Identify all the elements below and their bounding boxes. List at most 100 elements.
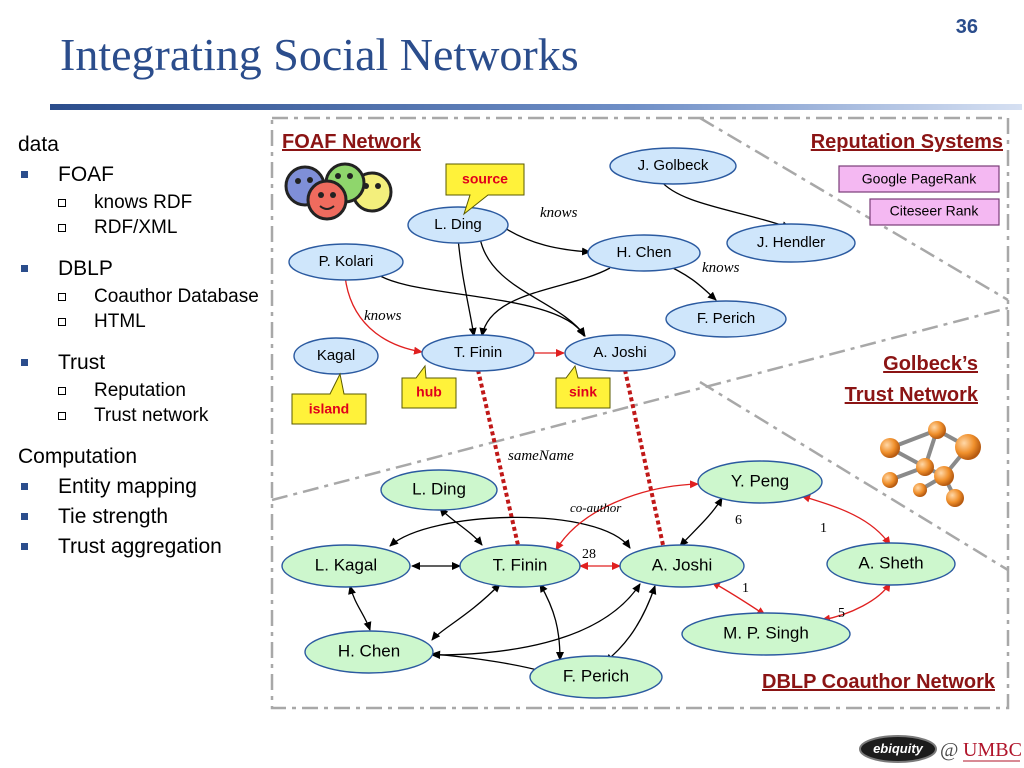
foaf-faces-icon xyxy=(284,162,393,221)
outline-item: Tie strength xyxy=(18,502,278,532)
section-dblp: DBLP Coauthor Network xyxy=(762,671,996,693)
foaf-node-kolari-label: P. Kolari xyxy=(319,253,374,270)
foaf-node-chen: H. Chen xyxy=(587,234,701,272)
edge-ding-chen xyxy=(499,224,591,256)
umbc-logo: UMBC xyxy=(963,739,1022,761)
weight-6: 6 xyxy=(735,513,742,528)
reputation-label-pagerank: Google PageRank xyxy=(862,171,977,187)
same-name-link-joshi xyxy=(623,369,665,546)
divider-golbeck xyxy=(699,380,1009,572)
slide-title: Integrating Social Networks xyxy=(60,29,579,80)
outline-item: Computation xyxy=(18,445,138,468)
foaf-node-kolari: P. Kolari xyxy=(288,243,404,281)
dblp-node-joshi: A. Joshi xyxy=(619,544,745,588)
diagram-frame xyxy=(270,116,1010,710)
dblp-node-peng-label: Y. Peng xyxy=(731,471,789,490)
edge-ding-finin xyxy=(457,237,477,337)
outline-item: FOAF xyxy=(18,160,278,190)
dblp-node-finin-label: T. Finin xyxy=(493,555,548,574)
edge-dkagal-djoshi xyxy=(389,516,631,549)
divider-dblp xyxy=(271,306,1009,502)
callout-source-label: source xyxy=(462,171,508,187)
foaf-node-ding-label: L. Ding xyxy=(434,216,482,233)
dblp-node-ding-label: L. Ding xyxy=(412,479,466,498)
outline-item: DBLP xyxy=(18,254,278,284)
foaf-node-hendler: J. Hendler xyxy=(726,223,856,263)
edge-dpeng-dsheth xyxy=(801,494,891,546)
edge-kolari-joshi xyxy=(371,269,585,337)
outline-item: Trust aggregation xyxy=(18,532,278,562)
outline-item: Trust network xyxy=(18,403,278,428)
dblp-node-peng: Y. Peng xyxy=(697,460,823,504)
outline-item: RDF/XML xyxy=(18,215,278,240)
edge-label-same-name: sameName xyxy=(508,448,574,464)
callout-hub-label: hub xyxy=(416,384,442,400)
title-rule xyxy=(50,104,1022,110)
foaf-node-perich: F. Perich xyxy=(665,300,787,338)
callout-island: island xyxy=(291,372,367,425)
edge-dding-dfinin xyxy=(439,507,483,546)
reputation-label-citeseer: Citeseer Rank xyxy=(890,203,980,219)
section-golbeck-2: Trust Network xyxy=(845,384,979,406)
dblp-node-finin: T. Finin xyxy=(459,544,581,588)
edge-dfinin-dperich xyxy=(539,583,564,661)
edge-label-knows-chen-perich: knows xyxy=(702,260,740,276)
dblp-node-chen: H. Chen xyxy=(304,630,434,674)
edge-dkagal-dchen xyxy=(348,585,372,631)
edge-djoshi-dchen xyxy=(431,583,641,659)
foaf-node-golbeck-label: J. Golbeck xyxy=(638,157,709,174)
ebiquity-logo-text: ebiquity xyxy=(873,741,924,756)
same-name-link-finin xyxy=(476,369,520,546)
dblp-node-perich-label: F. Perich xyxy=(563,666,629,685)
reputation-box-pagerank: Google PageRank xyxy=(838,165,1000,193)
foaf-node-kagal: Kagal xyxy=(293,337,379,375)
section-reputation: Reputation Systems xyxy=(811,131,1003,153)
callout-source: source xyxy=(445,163,525,216)
footer-at: @ xyxy=(940,739,958,761)
outline-item: Coauthor Database xyxy=(18,284,278,309)
weight-1-peng-sheth: 1 xyxy=(820,521,827,536)
outline-item: Reputation xyxy=(18,378,278,403)
foaf-node-finin: T. Finin xyxy=(421,334,535,372)
callout-sink: sink xyxy=(555,364,611,409)
foaf-red-edges xyxy=(344,275,565,357)
ebiquity-logo: ebiquity xyxy=(859,735,937,763)
foaf-node-ding: L. Ding xyxy=(407,206,509,244)
callout-sink-label: sink xyxy=(569,384,597,400)
reputation-box-citeseer: Citeseer Rank xyxy=(869,198,1000,226)
outline-item: HTML xyxy=(18,309,278,334)
trust-network-molecule-icon xyxy=(880,421,981,507)
weight-5: 5 xyxy=(838,606,845,621)
weight-1-joshi-singh: 1 xyxy=(742,581,749,596)
dblp-node-sheth-label: A. Sheth xyxy=(858,553,923,572)
dblp-node-kagal-label: L. Kagal xyxy=(315,555,377,574)
divider-reputation xyxy=(699,116,1009,302)
edge-chen-finin xyxy=(479,267,611,337)
foaf-node-perich-label: F. Perich xyxy=(697,310,755,327)
edge-djoshi-dsingh xyxy=(711,581,766,616)
callout-island-label: island xyxy=(309,401,349,417)
edge-golbeck-hendler xyxy=(659,179,791,230)
edge-kolari-finin xyxy=(344,275,423,355)
foaf-node-kagal-label: Kagal xyxy=(317,347,355,364)
outline-item: Entity mapping xyxy=(18,472,278,502)
foaf-node-golbeck: J. Golbeck xyxy=(609,147,737,185)
edge-dfinin-dchen xyxy=(431,583,501,641)
dblp-node-sheth: A. Sheth xyxy=(826,542,956,586)
slide-number: 36 xyxy=(955,16,978,38)
section-golbeck-1: Golbeck’s xyxy=(883,353,978,375)
dblp-red-edges xyxy=(555,480,891,623)
dblp-node-singh-label: M. P. Singh xyxy=(723,623,809,642)
foaf-node-finin-label: T. Finin xyxy=(454,344,502,361)
edge-label-knows-ding-chen: knows xyxy=(540,205,578,221)
edge-label-co-author: co-author xyxy=(570,500,622,515)
edge-djoshi-dpeng xyxy=(679,497,723,547)
dblp-node-ding: L. Ding xyxy=(380,469,498,511)
callout-hub: hub xyxy=(401,364,457,409)
dblp-node-joshi-label: A. Joshi xyxy=(652,555,712,574)
foaf-node-joshi-label: A. Joshi xyxy=(593,344,646,361)
weight-28: 28 xyxy=(582,547,596,562)
foaf-node-chen-label: H. Chen xyxy=(616,244,671,261)
